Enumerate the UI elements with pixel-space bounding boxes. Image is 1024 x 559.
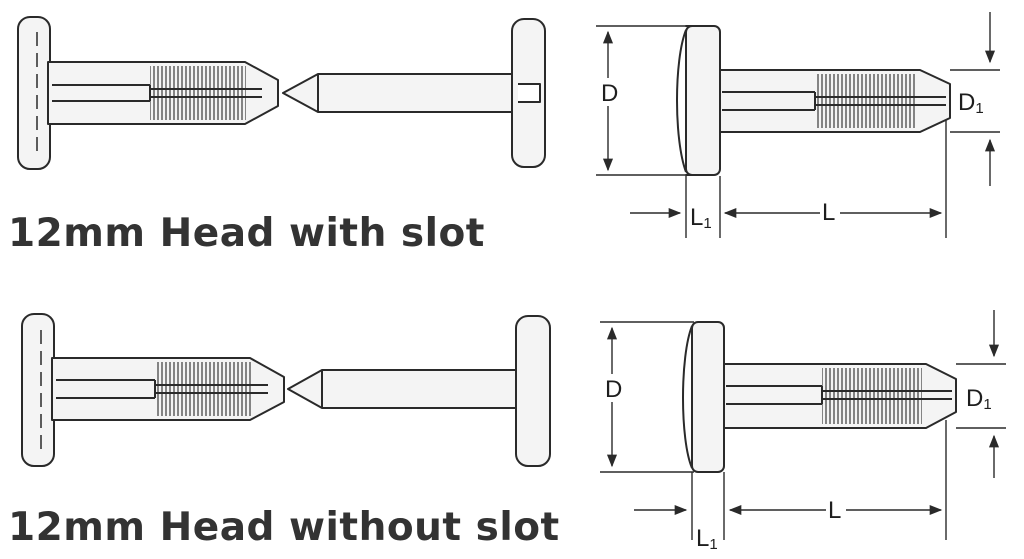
- plain-rivet-exploded: [21, 313, 551, 467]
- grommet-body: [17, 16, 279, 170]
- length-label: L: [822, 199, 835, 226]
- inner-diameter-label: D1: [966, 385, 992, 413]
- diameter-label: D: [605, 376, 622, 403]
- labels-bottom: D D1 L L1: [602, 374, 992, 553]
- slotted-rivet-exploded: [17, 16, 546, 170]
- length-label: L: [828, 497, 841, 524]
- caption-head-without-slot: 12mm Head without slot: [8, 505, 560, 550]
- head-thickness-label: L1: [696, 525, 718, 553]
- pin: [282, 18, 546, 168]
- caption-head-with-slot: 12mm Head with slot: [8, 211, 485, 256]
- slotted-rivet-assembled: [676, 25, 951, 176]
- labels-top: D D1 L L1: [598, 78, 984, 232]
- grommet-body: [21, 313, 285, 467]
- inner-diameter-label: D1: [958, 89, 984, 117]
- head-thickness-label: L1: [690, 204, 712, 232]
- diameter-label: D: [601, 80, 618, 107]
- plain-rivet-assembled: [682, 321, 957, 473]
- pin: [287, 315, 551, 467]
